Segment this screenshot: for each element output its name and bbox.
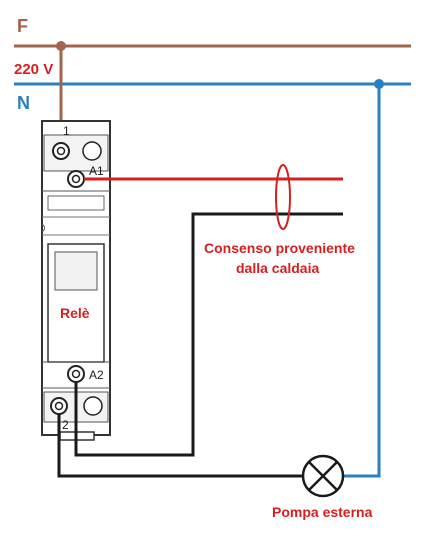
terminal-1-aux-hole [82,141,102,161]
terminal-a1-label: A1 [89,164,104,178]
pump-lamp-symbol [301,454,345,498]
terminal-a2-label: A2 [89,368,104,382]
voltage-label: 220 V [14,61,53,78]
terminal-1-label: 1 [63,124,70,138]
terminal-a1-screw [67,170,85,188]
neutral-label: N [17,93,30,113]
relay-label: Relè [60,305,90,321]
terminal-a2-screw [67,365,85,383]
terminal-1-screw [52,142,70,160]
terminal-2-label: 2 [62,418,69,432]
terminal-2-screw [50,397,68,415]
boiler-consent-label-line2: dalla caldaia [236,260,319,276]
terminal-2-aux-hole [83,396,103,416]
cable-bundle-marker [275,164,291,230]
pump-feed-wire [57,414,303,478]
neutral-drop-wire [343,84,381,478]
boiler-signal-wire-black [74,212,343,457]
phase-label: F [17,16,28,36]
pump-label: Pompa esterna [272,504,373,520]
boiler-consent-label-line1: Consenso proveniente [204,240,355,256]
